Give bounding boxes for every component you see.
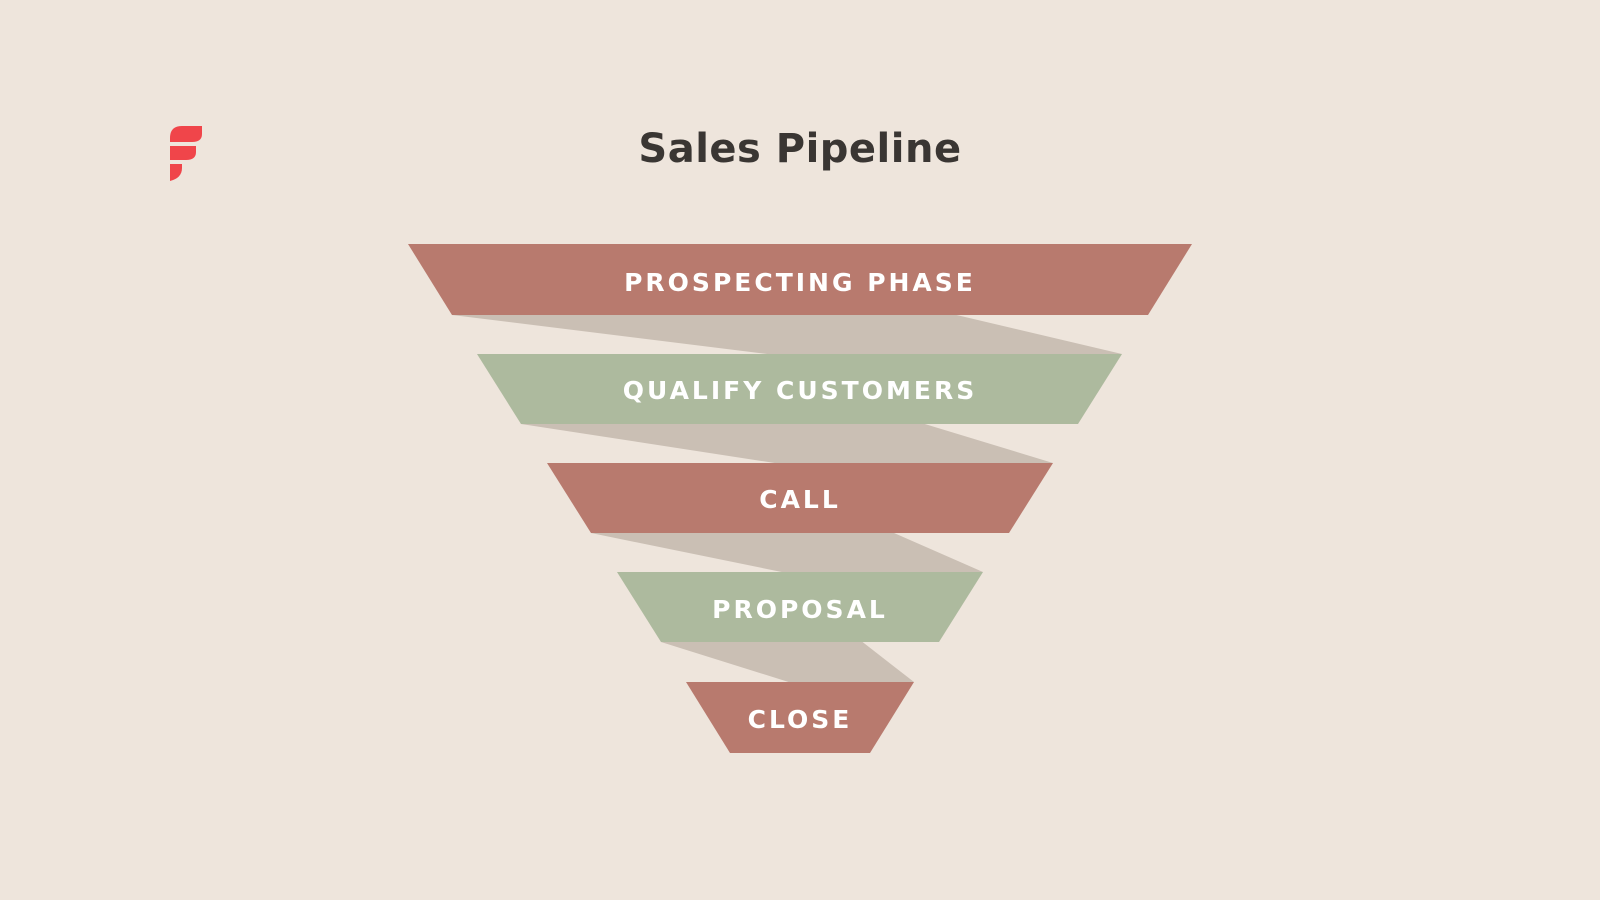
brand-logo-icon	[170, 126, 202, 181]
funnel-stage-shape	[686, 682, 914, 753]
funnel-stage: PROPOSAL	[617, 572, 983, 642]
funnel-stage-shape	[477, 354, 1122, 424]
funnel-connector	[591, 533, 983, 572]
funnel-stage-label: CLOSE	[748, 705, 853, 734]
funnel-connector	[452, 315, 1122, 354]
funnel-stage-label: PROPOSAL	[712, 595, 888, 624]
funnel-stage: PROSPECTING PHASE	[408, 244, 1192, 315]
funnel-stage-shape	[547, 463, 1053, 533]
funnel-stage: QUALIFY CUSTOMERS	[477, 354, 1122, 424]
funnel-connector	[521, 424, 1053, 463]
funnel-stage-shape	[617, 572, 983, 642]
funnel-stage-label: QUALIFY CUSTOMERS	[623, 376, 977, 405]
page-title: Sales Pipeline	[638, 126, 962, 172]
funnel-stage: CALL	[547, 463, 1053, 533]
funnel-connector	[661, 642, 914, 682]
funnel-stage-shape	[408, 244, 1192, 315]
funnel-stage: CLOSE	[686, 682, 914, 753]
funnel-stage-label: PROSPECTING PHASE	[624, 268, 976, 297]
funnel-stage-label: CALL	[759, 485, 841, 514]
